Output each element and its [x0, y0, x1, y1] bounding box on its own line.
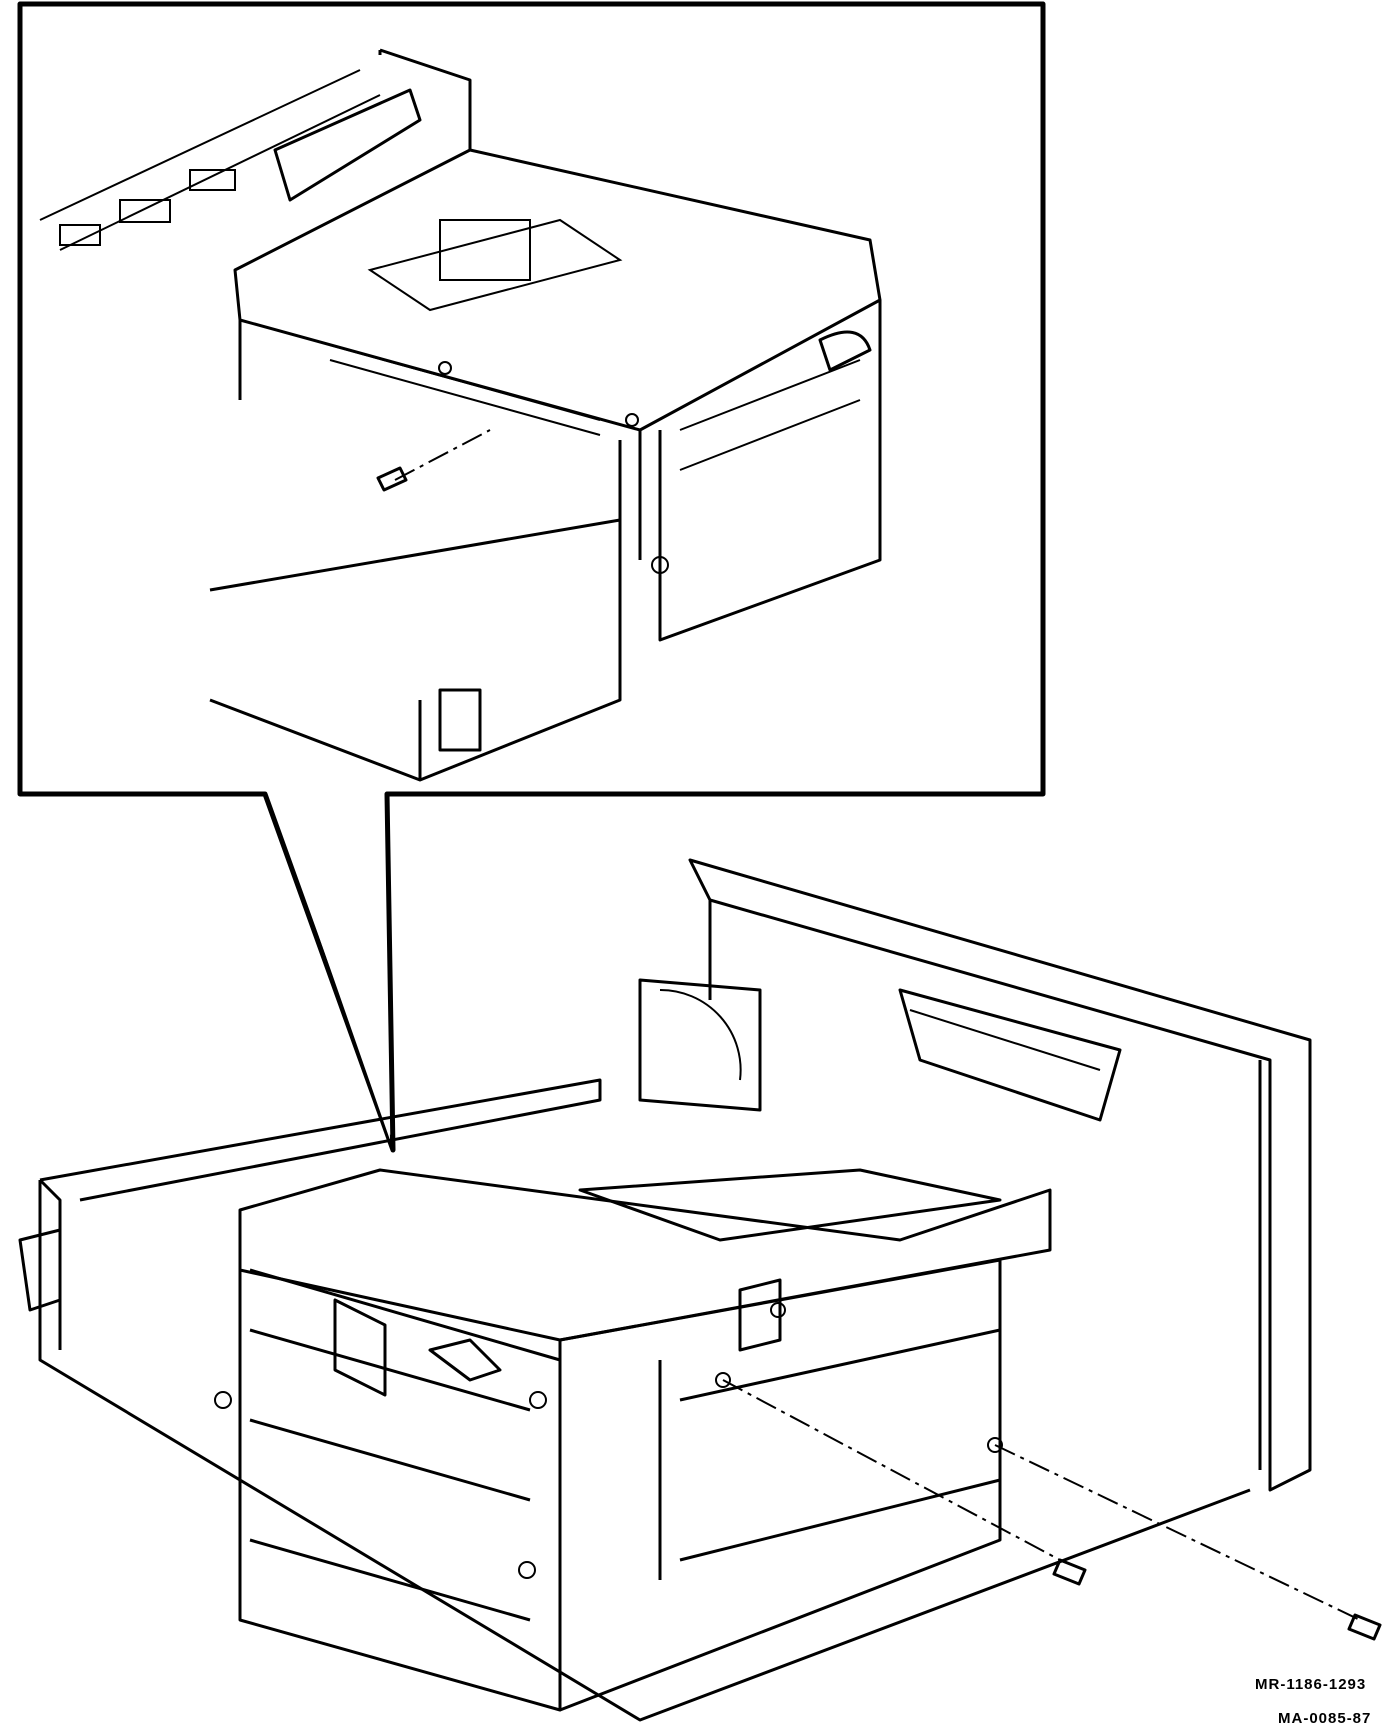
- main-chassis: [18, 858, 1382, 1722]
- figure-reference-secondary: MA-0085-87: [1278, 1710, 1372, 1727]
- figure-reference-primary: MR-1186-1293: [1255, 1676, 1367, 1693]
- detail-inset: [17, 1, 1046, 1153]
- screw-icon: [1052, 1558, 1087, 1586]
- screw-icon: [1347, 1613, 1382, 1641]
- inset-drive-bracket: [39, 48, 882, 782]
- inset-screw-icon: [376, 466, 408, 492]
